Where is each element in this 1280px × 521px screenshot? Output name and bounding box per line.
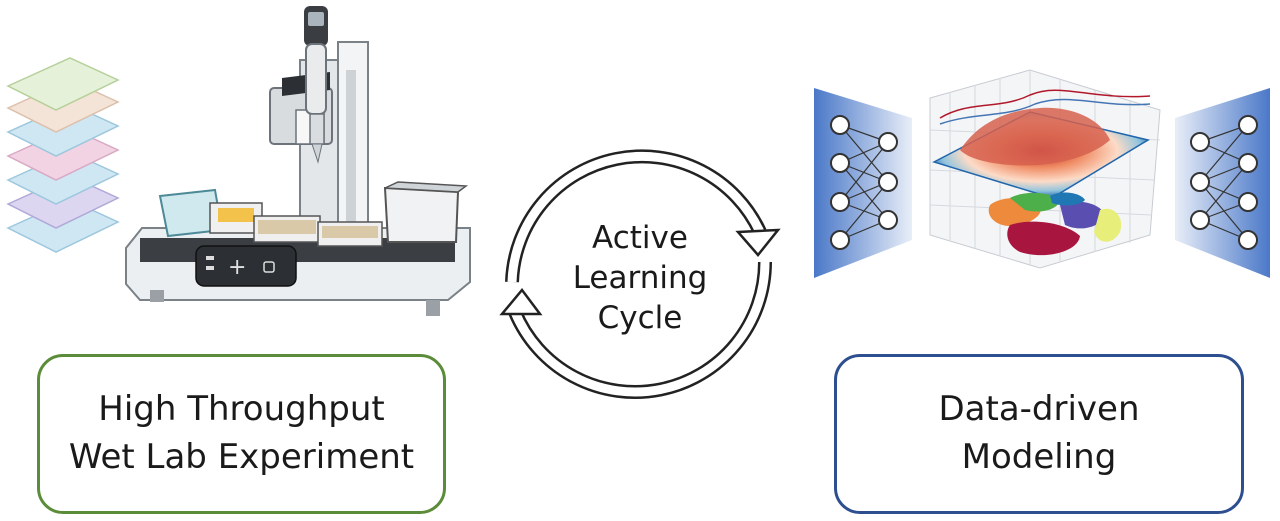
neural-network-decoder-icon [1175,88,1270,278]
box-label-line: Data-driven [938,389,1140,430]
cycle-label-line: Learning [572,260,708,296]
cycle-label: Active Learning Cycle [560,218,720,338]
3d-surface-plot-icon [929,69,1161,269]
data-driven-modeling-box: Data-driven Modeling [834,354,1244,514]
box-label-line: High Throughput [98,389,385,430]
cycle-arrows [499,149,781,399]
cycle-label-line: Active [592,220,688,256]
neural-network-encoder-icon [814,88,912,278]
box-label-line: Modeling [961,437,1117,477]
cycle-arrowhead-right [735,228,781,257]
svg-text:+: + [228,255,246,280]
microplate-stack-icon [6,57,120,253]
box-label-line: Wet Lab Experiment [68,437,415,477]
cycle-label-line: Cycle [597,300,683,336]
pipette-icon [304,6,328,164]
liquid-handling-robot-icon: + [125,41,471,316]
cycle-arrowhead-left [499,287,543,316]
wet-lab-experiment-box: High Throughput Wet Lab Experiment [37,354,446,514]
